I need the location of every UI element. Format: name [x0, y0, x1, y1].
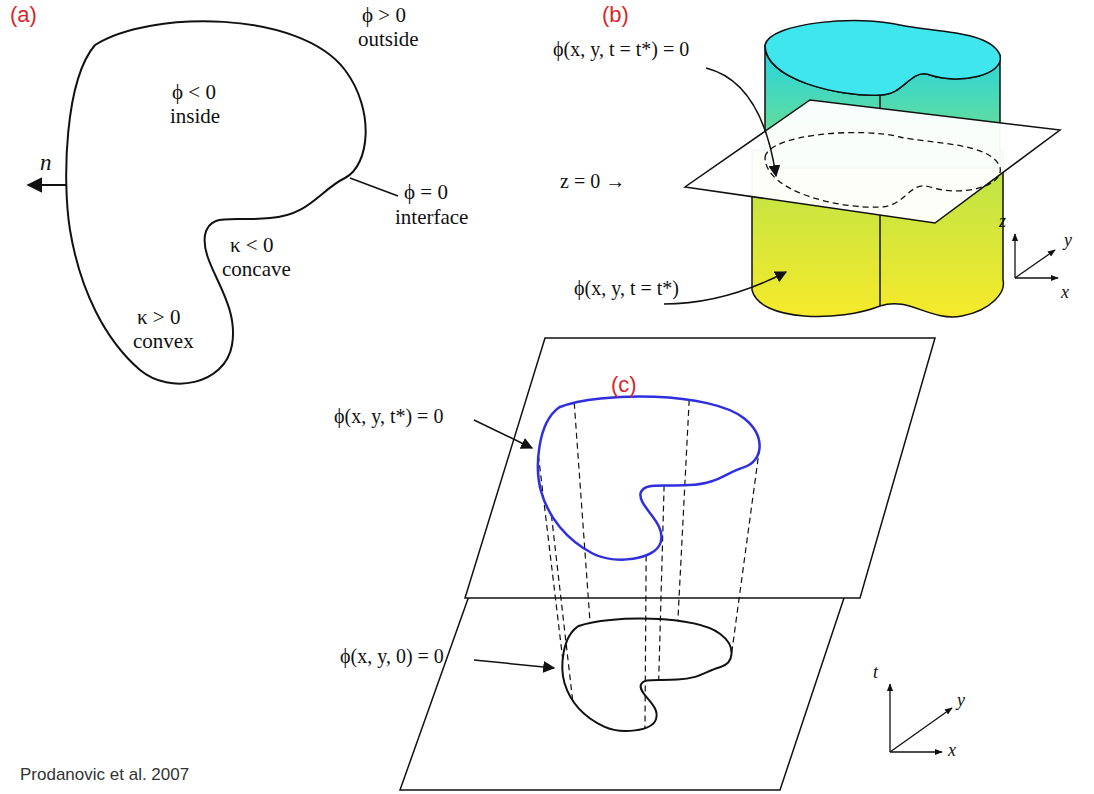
trajectory-line	[732, 448, 760, 654]
annotation-label: κ > 0	[137, 305, 180, 329]
annotation-label: ϕ > 0	[362, 3, 406, 27]
annotation-label: t	[873, 662, 878, 683]
annotation-label: inside	[170, 104, 220, 128]
leader-arrow	[706, 68, 776, 176]
panel-label: (b)	[602, 2, 629, 27]
interface-outline	[66, 21, 365, 383]
annotation-label: y	[1064, 230, 1072, 251]
plane-tstar	[465, 338, 935, 598]
zero-contour	[765, 133, 1000, 208]
normal-arrow	[28, 184, 66, 186]
trajectory-line	[659, 486, 664, 680]
annotation-label: convex	[133, 329, 194, 353]
trajectory-line	[645, 555, 646, 728]
annotation-label: n⃗	[40, 150, 69, 176]
panel-label: (a)	[10, 2, 37, 27]
panel-label: (c)	[611, 372, 637, 397]
surface-top	[765, 21, 1000, 96]
annotation-label: κ < 0	[230, 233, 273, 257]
source-note: Prodanovic et al. 2007	[20, 765, 189, 785]
annotation-label: x	[948, 740, 956, 761]
axes	[890, 684, 952, 752]
annotation-label: concave	[222, 257, 291, 281]
surface-fold	[879, 212, 881, 306]
interface-tstar	[538, 397, 760, 560]
zero-plane	[685, 100, 1060, 223]
leader-arrow	[474, 660, 554, 668]
leader-arrow	[474, 420, 532, 448]
annotation-label: ϕ(x, y, t = t*) = 0	[553, 38, 689, 61]
axes	[1015, 234, 1058, 278]
annotation-label: z	[999, 211, 1006, 232]
annotation-label: y	[957, 690, 965, 711]
annotation-label: z = 0 →	[560, 170, 625, 193]
annotation-label: outside	[358, 27, 419, 51]
trajectory-line	[678, 400, 689, 621]
leader-arrow	[664, 272, 786, 304]
annotation-label: interface	[395, 205, 468, 229]
annotation-label: ϕ(x, y, 0) = 0	[340, 645, 444, 668]
annotation-label: ϕ = 0	[404, 180, 448, 204]
annotation-label: ϕ(x, y, t*) = 0	[334, 405, 443, 428]
annotation-label: x	[1061, 282, 1069, 303]
leader-line	[350, 178, 398, 196]
trajectory-line	[574, 403, 590, 623]
annotation-label: ϕ < 0	[172, 80, 216, 104]
interface-t0	[562, 619, 731, 731]
trajectory-lines	[538, 400, 759, 728]
annotation-label: ϕ(x, y, t = t*)	[574, 277, 679, 300]
trajectory-line	[538, 455, 562, 659]
